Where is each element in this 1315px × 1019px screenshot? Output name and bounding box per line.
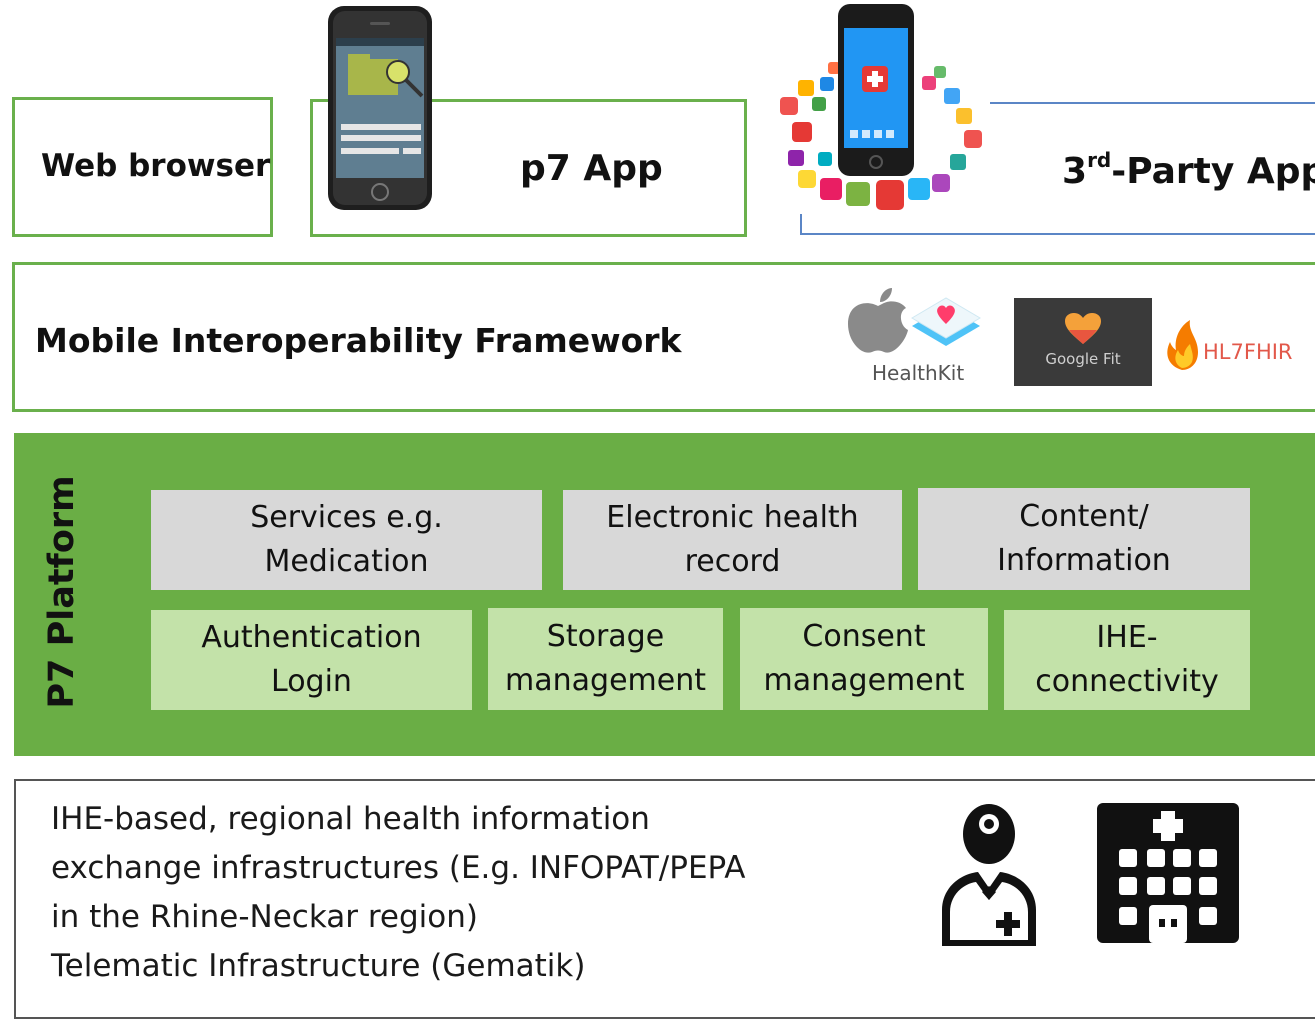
infra-line-3: in the Rhine-Neckar region)	[51, 899, 478, 935]
third-party-apps-label: 3rd-Party Apps	[1062, 148, 1315, 192]
google-fit-label: Google Fit	[1045, 350, 1121, 368]
consent-management-tile: Consent management	[740, 608, 988, 710]
hl7-fhir-flame-icon	[1167, 320, 1198, 370]
third-party-top-line	[990, 102, 1315, 104]
hl7-label: HL7	[1203, 340, 1244, 364]
framework-title: Mobile Interoperability Framework	[35, 321, 682, 360]
google-fit-logo: Google Fit	[1014, 298, 1152, 386]
healthkit-label: HealthKit	[872, 361, 965, 385]
hl7-fhir-label: HL7FHIR	[1203, 340, 1293, 364]
ehr-tile: Electronic health record	[563, 490, 902, 590]
google-fit-heart-icon	[1065, 313, 1101, 344]
doctor-icon	[942, 804, 1036, 946]
authentication-tile: Authentication Login	[151, 610, 472, 710]
p7-platform-label: P7 Platform	[42, 475, 82, 709]
content-information-tile: Content/ Information	[918, 488, 1250, 590]
healthkit-logo-icon	[848, 288, 981, 353]
third-party-sup: rd	[1087, 148, 1112, 172]
p7-phone-icon	[328, 6, 432, 210]
infra-line-4: Telematic Infrastructure (Gematik)	[51, 948, 586, 984]
infra-line-1: IHE-based, regional health information	[51, 801, 650, 837]
hospital-icon	[1097, 803, 1239, 943]
third-party-bottom-line	[800, 233, 1315, 235]
third-party-rest: -Party Apps	[1111, 151, 1315, 192]
web-browser-label: Web browser	[41, 148, 271, 184]
fhir-label: FHIR	[1243, 340, 1293, 364]
infrastructure-text: IHE-based, regional health information e…	[51, 795, 745, 991]
storage-management-tile: Storage management	[488, 608, 723, 710]
infra-line-2: exchange infrastructures (E.g. INFOPAT/P…	[51, 850, 746, 886]
ihe-connectivity-tile: IHE- connectivity	[1004, 610, 1250, 710]
third-party-base: 3	[1062, 151, 1088, 192]
services-tile: Services e.g. Medication	[151, 490, 542, 590]
web-browser-box: Web browser	[12, 97, 273, 237]
p7-app-label: p7 App	[520, 148, 663, 189]
third-party-apps-icon	[780, 4, 982, 210]
third-party-left-line	[800, 214, 802, 235]
